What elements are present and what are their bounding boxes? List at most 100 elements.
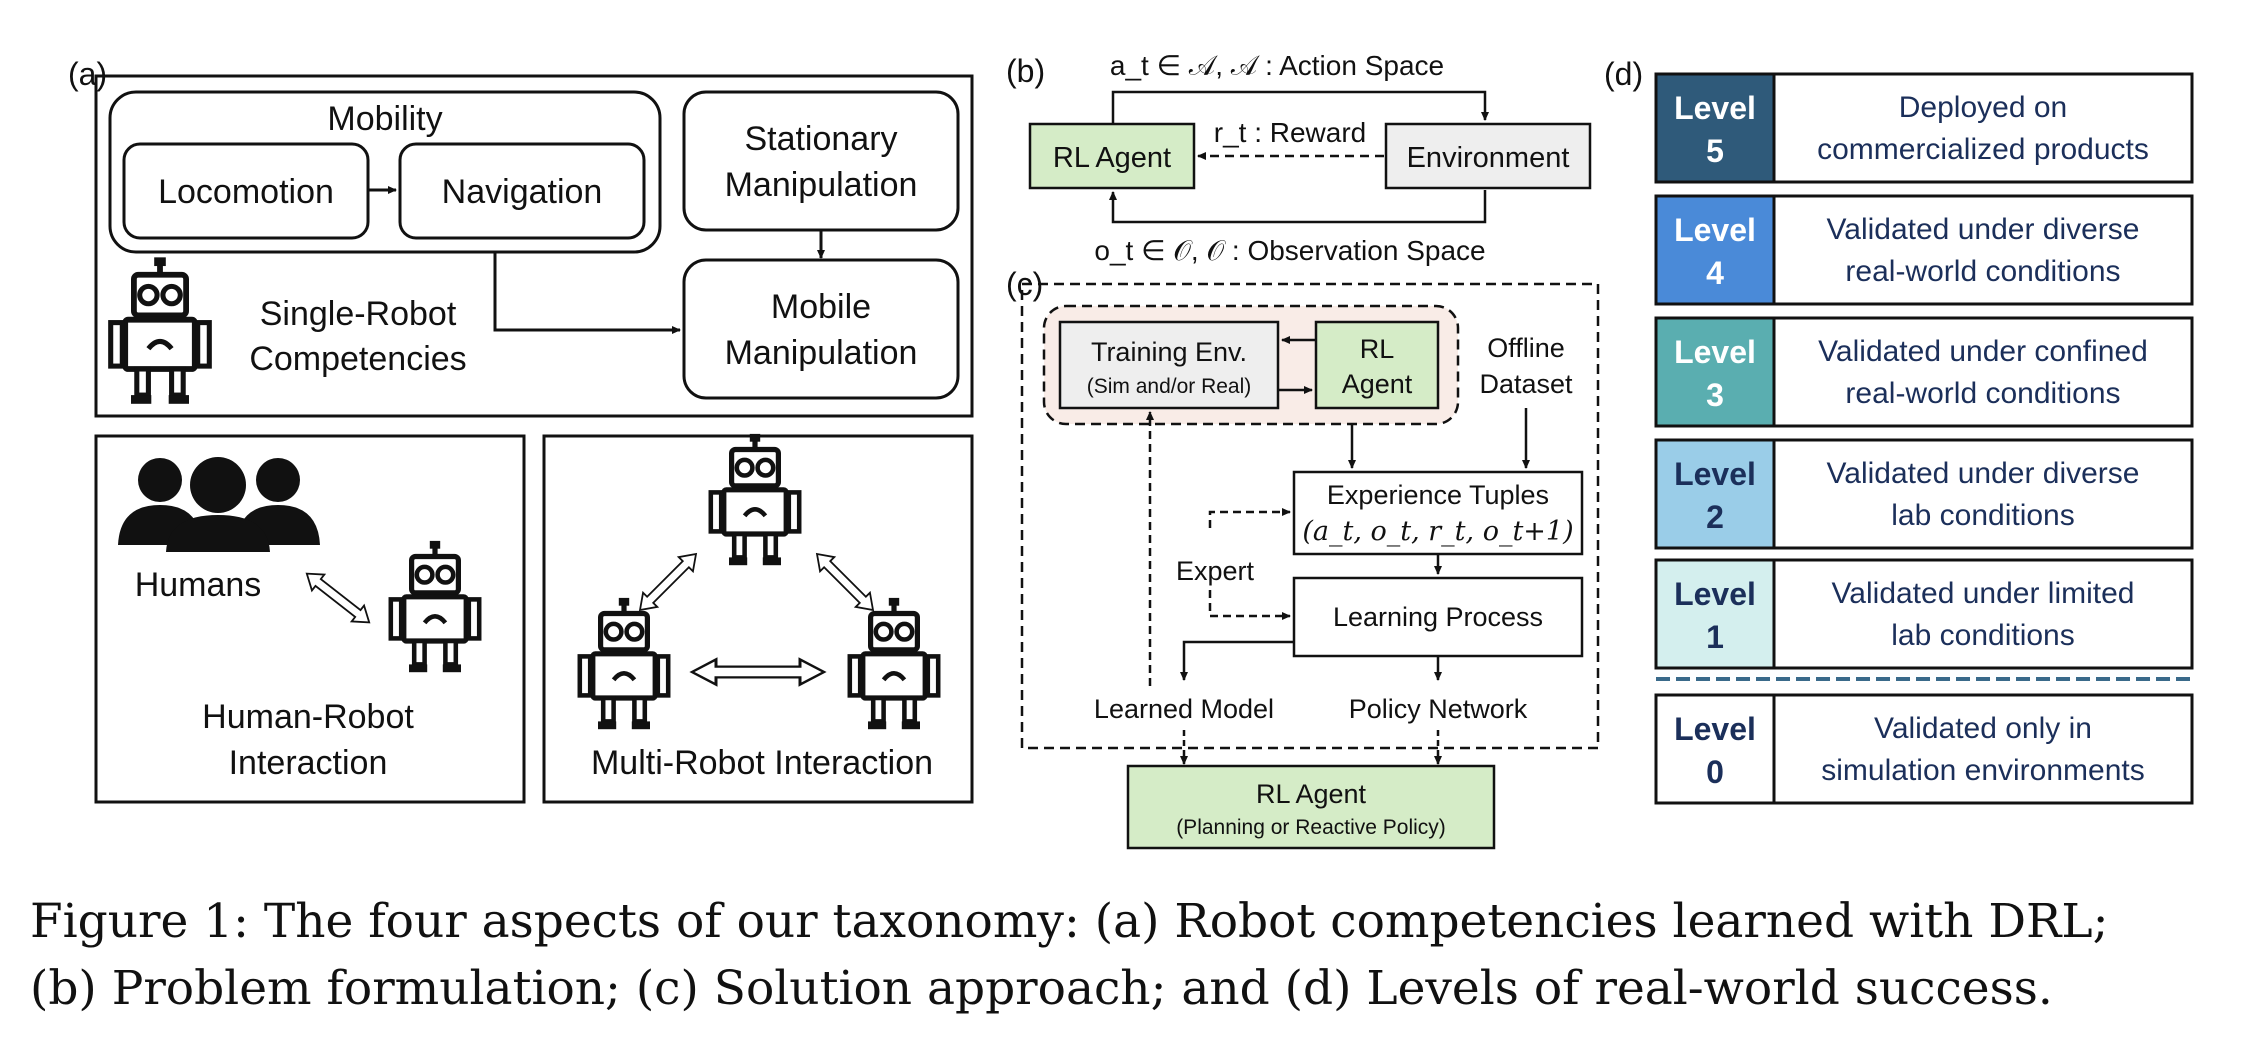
output-rl-agent-label: RL Agent bbox=[1256, 779, 1367, 809]
level-description: Validated under diverse bbox=[1827, 457, 2140, 490]
caption-line-2: (b) Problem formulation; (c) Solution ap… bbox=[30, 961, 2053, 1016]
figure-caption: Figure 1: The four aspects of our taxono… bbox=[30, 888, 2230, 1022]
multi-robot-arrow-right-icon bbox=[808, 545, 882, 619]
level-badge bbox=[1654, 194, 1776, 306]
level-number: 3 bbox=[1706, 377, 1724, 413]
environment-box bbox=[1384, 122, 1592, 190]
multi-robot-arrow-bottom-icon bbox=[690, 657, 826, 687]
level-description: Validated under confined bbox=[1818, 335, 2148, 368]
rl-agent-label-c: RL bbox=[1360, 334, 1395, 364]
human-robot-label-2: Interaction bbox=[229, 744, 388, 782]
level-badge bbox=[1654, 316, 1776, 428]
training-env-label: Training Env. bbox=[1091, 337, 1247, 367]
rl-agent-label-b: RL Agent bbox=[1053, 142, 1171, 174]
learned-model-label: Learned Model bbox=[1094, 694, 1274, 724]
level-description: real-world conditions bbox=[1845, 377, 2120, 410]
solution-frame bbox=[1020, 282, 1600, 750]
level-description: simulation environments bbox=[1821, 754, 2144, 787]
panel-a: (a) Mobility Locomotion Navigation Stati… bbox=[68, 56, 974, 804]
stationary-manipulation-label: Stationary bbox=[744, 120, 897, 158]
stationary-manipulation-box bbox=[682, 90, 960, 232]
level-description: lab conditions bbox=[1891, 499, 2074, 532]
human-robot-frame bbox=[94, 434, 526, 804]
caption-line-1: Figure 1: The four aspects of our taxono… bbox=[30, 894, 2109, 949]
level-description: Validated only in bbox=[1874, 712, 2092, 745]
multi-robot-arrow-left-icon bbox=[631, 545, 705, 619]
level-description: Validated under limited bbox=[1832, 577, 2135, 610]
level-desc-box bbox=[1772, 194, 2194, 306]
level-desc-box bbox=[1772, 72, 2194, 184]
level-number: 1 bbox=[1706, 619, 1724, 655]
navigation-label: Navigation bbox=[442, 173, 603, 211]
levels-list: Level 5 Deployed on commercialized products… bbox=[1654, 72, 2194, 805]
level-description: lab conditions bbox=[1891, 619, 2074, 652]
learning-process-label: Learning Process bbox=[1333, 602, 1543, 632]
expert-label: Expert bbox=[1176, 556, 1255, 586]
level-row: Level 4 Validated under diverse real-world … bbox=[1654, 194, 2194, 306]
level-badge bbox=[1654, 693, 1776, 805]
level-word: Level bbox=[1674, 90, 1756, 126]
mobile-manipulation-label-2: Manipulation bbox=[725, 334, 918, 372]
panel-d: (d) Level 5 Deployed on commercialized prod… bbox=[1604, 56, 2194, 805]
mobile-manipulation-box bbox=[682, 258, 960, 400]
panel-a-label: (a) bbox=[68, 56, 107, 92]
single-robot-frame bbox=[94, 74, 974, 418]
level-badge bbox=[1654, 72, 1776, 184]
rl-agent-label-c-2: Agent bbox=[1342, 369, 1413, 399]
level-word: Level bbox=[1674, 456, 1756, 492]
training-env-box bbox=[1058, 320, 1280, 410]
robot-icon-top bbox=[711, 434, 799, 565]
level-number: 0 bbox=[1706, 754, 1724, 790]
level-desc-box bbox=[1772, 316, 2194, 428]
level-badge bbox=[1654, 558, 1776, 670]
training-env-sublabel: (Sim and/or Real) bbox=[1087, 375, 1252, 398]
level-word: Level bbox=[1674, 576, 1756, 612]
rl-agent-box-c bbox=[1314, 320, 1440, 410]
panel-c: (c) Training Env. (Sim and/or Real) RL A… bbox=[1006, 266, 1600, 850]
level-desc-box bbox=[1772, 693, 2194, 805]
robot-icon-left bbox=[580, 598, 668, 729]
level-desc-box bbox=[1772, 558, 2194, 670]
human-robot-label: Human-Robot bbox=[202, 698, 414, 736]
output-rl-agent-sublabel: (Planning or Reactive Policy) bbox=[1176, 816, 1446, 839]
locomotion-label: Locomotion bbox=[158, 173, 334, 211]
action-space-label: a_t ∈ 𝒜, 𝒜 : Action Space bbox=[1110, 50, 1444, 81]
level-word: Level bbox=[1674, 711, 1756, 747]
offline-dataset-label: Offline bbox=[1487, 333, 1565, 363]
level-word: Level bbox=[1674, 334, 1756, 370]
level-description: Deployed on bbox=[1899, 91, 2067, 124]
human-robot-arrow-icon bbox=[299, 564, 377, 632]
experience-tuples-label: Experience Tuples bbox=[1327, 480, 1549, 510]
level-word: Level bbox=[1674, 212, 1756, 248]
mobility-label: Mobility bbox=[327, 100, 442, 138]
stationary-manipulation-label-2: Manipulation bbox=[725, 166, 918, 204]
output-rl-agent-box bbox=[1126, 764, 1496, 850]
single-robot-label-2: Competencies bbox=[249, 340, 466, 378]
level-row: Level 3 Validated under confined real-world… bbox=[1654, 316, 2194, 428]
level-description: real-world conditions bbox=[1845, 255, 2120, 288]
level-desc-box bbox=[1772, 438, 2194, 550]
level-description: commercialized products bbox=[1817, 133, 2149, 166]
environment-label: Environment bbox=[1407, 142, 1570, 174]
offline-dataset-label-2: Dataset bbox=[1479, 369, 1573, 399]
panel-b-label: (b) bbox=[1006, 53, 1045, 89]
rl-agent-box-b bbox=[1028, 122, 1196, 190]
navigation-box bbox=[398, 142, 646, 240]
robot-icon bbox=[391, 541, 479, 672]
level-row: Level 0 Validated only in simulation enviro… bbox=[1654, 693, 2194, 805]
level-number: 4 bbox=[1706, 255, 1724, 291]
mobile-manipulation-label: Mobile bbox=[771, 288, 871, 326]
level-description: Validated under diverse bbox=[1827, 213, 2140, 246]
mobility-group bbox=[108, 90, 662, 254]
multi-robot-label: Multi-Robot Interaction bbox=[591, 744, 933, 782]
observation-space-label: o_t ∈ 𝒪, 𝒪 : Observation Space bbox=[1094, 235, 1485, 266]
reward-label: r_t : Reward bbox=[1214, 117, 1367, 148]
level-number: 5 bbox=[1706, 133, 1724, 169]
level-number: 2 bbox=[1706, 499, 1724, 535]
experience-tuples-math: (a_t, o_t, r_t, o_t+1) bbox=[1302, 516, 1573, 547]
humans-label: Humans bbox=[135, 566, 262, 604]
level-row: Level 1 Validated under limited lab conditi… bbox=[1654, 558, 2194, 670]
panel-d-label: (d) bbox=[1604, 56, 1643, 92]
policy-network-label: Policy Network bbox=[1349, 694, 1528, 724]
